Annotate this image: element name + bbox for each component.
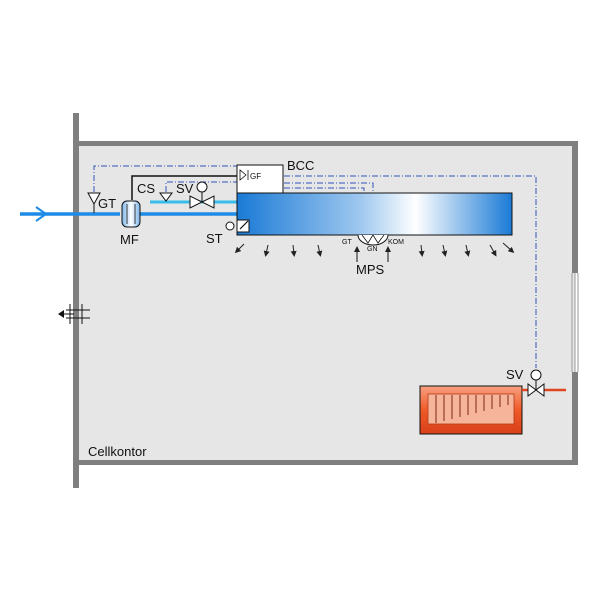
control-line-gt: [93, 165, 237, 192]
radiator: [419, 385, 523, 435]
airflow-arrow: [464, 244, 471, 257]
right-wall-upper: [572, 141, 578, 273]
sv-supply-valve: SV: [176, 181, 215, 209]
gt-supply-sensor: GT: [87, 192, 116, 213]
control-line-to-radiator: [284, 175, 537, 368]
exhaust-arrow-icon: [58, 310, 64, 318]
airflow-arrow: [489, 244, 497, 257]
st-actuator: ST: [206, 219, 250, 246]
mps-gn-label: GN: [367, 246, 378, 253]
mps-gt-label: GT: [342, 239, 352, 246]
mps-dome: [357, 234, 389, 246]
airflow-arrow: [316, 244, 323, 257]
mf-riser-line: [131, 175, 237, 200]
sv-radiator-valve: SV: [506, 367, 545, 397]
mps-kom-label: KOM: [388, 239, 404, 246]
airflow-arrows: [234, 242, 515, 257]
supply-arrow-icon: [35, 206, 48, 222]
cs-label: CS: [137, 181, 155, 196]
top-wall: [78, 141, 578, 146]
bcc-controller: GF BCC: [236, 158, 314, 194]
airflow-arrow: [290, 244, 297, 257]
left-wall: [73, 113, 79, 488]
window: [571, 273, 579, 372]
gt-supply-label: GT: [98, 196, 116, 211]
bcc-label: BCC: [287, 158, 314, 173]
cs-sensor: CS: [137, 181, 173, 202]
supply-air-pipe: [20, 206, 237, 222]
control-line-cs-sv: [165, 181, 237, 192]
mf-label: MF: [120, 232, 139, 247]
exhaust-vent: [58, 304, 90, 324]
room-label: Cellkontor: [88, 444, 147, 459]
airflow-arrow: [441, 244, 448, 257]
mf-filter: MF: [120, 200, 141, 247]
sv-supply-label: SV: [176, 181, 194, 196]
airflow-arrow: [234, 243, 245, 254]
chilled-beam: [236, 192, 513, 236]
mps-sensor: GT GN KOM MPS: [342, 234, 404, 277]
gf-sensor: GF: [239, 169, 261, 181]
airflow-arrow: [418, 244, 425, 257]
sv-radiator-label: SV: [506, 367, 524, 382]
bottom-wall: [78, 460, 578, 465]
radiator-fins: [435, 395, 509, 423]
airflow-arrow: [263, 244, 270, 257]
mps-label: MPS: [356, 262, 385, 277]
gf-label: GF: [250, 172, 261, 181]
airflow-arrow: [502, 242, 515, 253]
st-label: ST: [206, 231, 223, 246]
right-wall-lower: [572, 372, 578, 465]
